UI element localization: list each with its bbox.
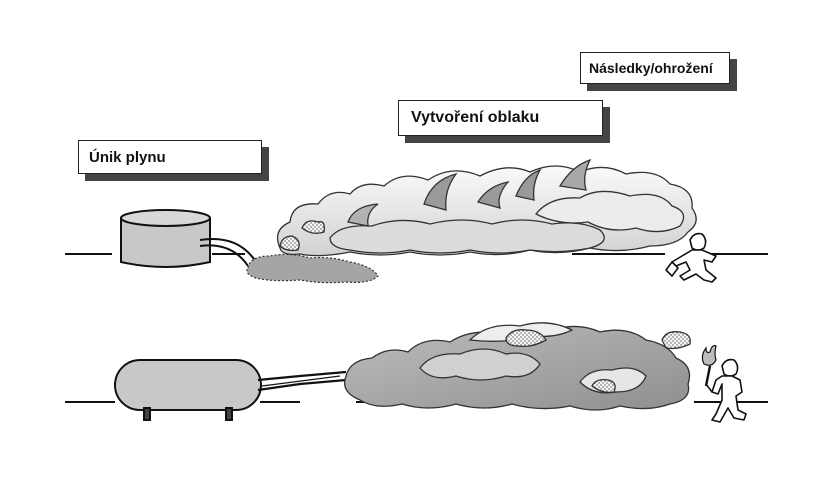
- top-pipe: [199, 238, 257, 267]
- flame-icon: [701, 345, 717, 366]
- consequence-label-box: Následky/ohrožení: [580, 52, 730, 84]
- person-with-torch-icon: [704, 358, 747, 423]
- bottom-gas-cloud: [343, 322, 691, 411]
- top-gas-cloud: [276, 158, 697, 257]
- consequence-label: Následky/ohrožení: [589, 60, 713, 76]
- gas-puddle: [246, 253, 379, 284]
- leak-label-box: Únik plynu: [78, 140, 262, 174]
- bottom-pipe: [257, 370, 347, 392]
- leak-label: Únik plynu: [89, 148, 166, 166]
- cloud-label-box: Vytvoření oblaku: [398, 100, 603, 136]
- cloud-label: Vytvoření oblaku: [411, 109, 540, 126]
- running-person-icon: [665, 232, 717, 283]
- horizontal-tank-icon: [114, 359, 262, 421]
- cylinder-tank-icon: [120, 209, 211, 268]
